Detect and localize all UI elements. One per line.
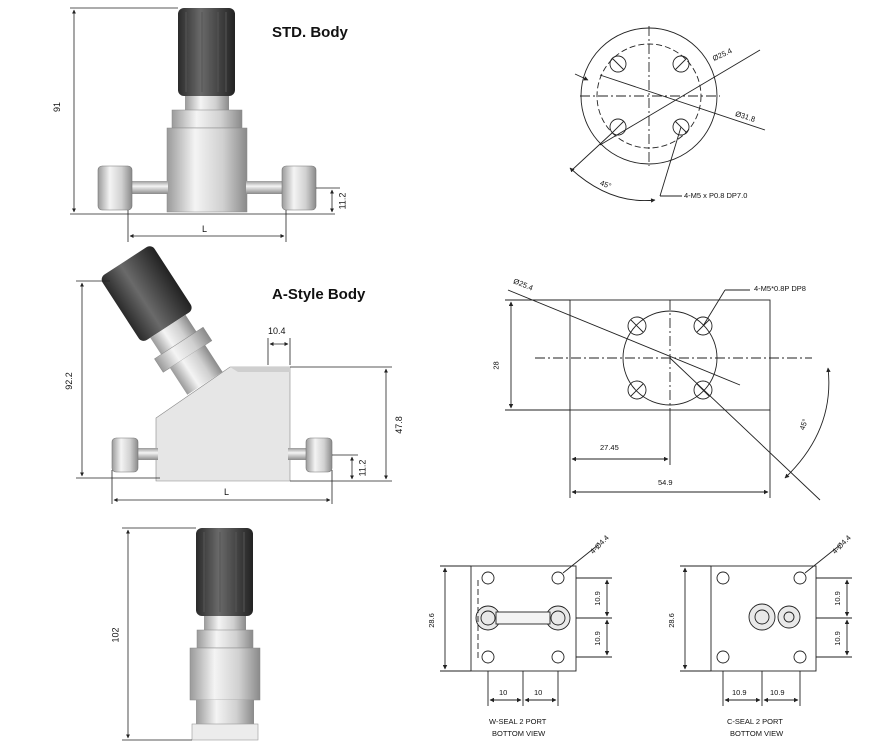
wseal-hole-tl [481,571,495,585]
cseal-bottom-left-label: 10.9 [732,688,747,697]
std-right-tube [246,181,286,194]
astyle-port-height-label: 11.2 [357,459,368,477]
astyle-length-label: L [224,487,230,497]
wseal-plate [470,565,577,672]
astyle-stem [150,314,197,355]
side-knob [196,528,253,616]
std-nut [171,109,243,129]
wseal-height-label: 28.6 [426,613,436,628]
cseal-bottom-view [680,544,852,706]
astyle-block-height-label: 47.8 [393,416,404,434]
astyle-bolt-hole-br [693,380,713,400]
astyle-top-width-label: 10.4 [268,326,286,336]
std-bolt-hole-tl [609,55,627,73]
std-body-valve [97,8,317,213]
std-flange-view [569,26,766,203]
side-base [191,723,259,741]
wseal-channel [495,611,551,625]
std-right-fitting [281,165,317,211]
wseal-caption-line1: W-SEAL 2 PORT [489,717,547,726]
std-knob-ribs [185,12,227,92]
cseal-height-label: 28.6 [666,613,676,628]
astyle-height-label: 92.2 [63,372,74,390]
astyle-collar [169,345,223,395]
std-bolt-hole-tr [672,55,690,73]
cseal-hole-br [793,650,807,664]
astyle-bolt-hole-bl [627,380,647,400]
wseal-caption-line2: BOTTOM VIEW [492,729,546,738]
cseal-hole-tr [793,571,807,585]
astyle-left-fitting [111,437,139,473]
wseal-hole-tr [551,571,565,585]
astyle-flange-width-label: 54.9 [658,478,673,487]
cseal-hole-bl [716,650,730,664]
side-dimensions [122,527,196,741]
cseal-right-upper-label: 10.9 [832,591,842,606]
cseal-hole-tl [716,571,730,585]
astyle-bolt-hole-tl [627,316,647,336]
cseal-port-left [748,603,776,631]
astyle-knob [101,246,192,341]
astyle-block-side [230,367,290,372]
std-flange-thread-label: 4-M5 x P0.8 DP7.0 [684,191,748,200]
cseal-plate [710,565,817,672]
astyle-flange-view [505,289,831,501]
astyle-body-title: A-Style Body [272,286,366,303]
side-knob-ribs [203,532,245,612]
astyle-bolt-hole-tr [693,316,713,336]
astyle-right-fitting [305,437,333,473]
cseal-caption-line1: C-SEAL 2 PORT [727,717,783,726]
astyle-block [155,366,291,482]
astyle-flange-half-width-label: 27.45 [600,443,619,452]
std-bolt-hole-bl [609,118,627,136]
cseal-caption-line2: BOTTOM VIEW [730,729,784,738]
std-length-label: L [202,224,208,234]
side-nut [196,629,254,649]
std-port-height-label: 11.2 [337,192,348,210]
astyle-dimensions [76,280,392,504]
side-base-neck [196,700,254,724]
std-neck [185,96,229,110]
side-view-valve [189,528,261,741]
wseal-bottom-view [440,544,612,706]
cseal-bottom-right-label: 10.9 [770,688,785,697]
cseal-port-right [777,605,801,629]
astyle-flange-height-label: 28 [491,361,501,370]
astyle-nut [154,326,213,373]
wseal-hole-br [551,650,565,664]
std-height-label: 91 [52,101,63,113]
side-height-label: 102 [110,627,121,643]
astyle-flange-thread-label: 4-M5*0.8P DP8 [754,284,806,293]
cseal-right-lower-label: 10.9 [832,631,842,646]
wseal-right-upper-label: 10.9 [592,591,602,606]
std-body [166,127,248,213]
wseal-bottom-left-label: 10 [499,688,508,697]
side-body [189,647,261,701]
wseal-right-lower-label: 10.9 [592,631,602,646]
std-left-fitting [97,165,133,211]
std-body-title: STD. Body [272,24,348,41]
side-stem [204,616,246,630]
wseal-hole-bl [481,650,495,664]
std-left-tube [128,181,168,194]
wseal-bottom-right-label: 10 [534,688,543,697]
astyle-body-valve [101,246,333,482]
std-dimensions [70,7,340,242]
std-knob [178,8,235,96]
std-bolt-hole-br [672,118,690,136]
astyle-knob-assembly [101,246,223,395]
